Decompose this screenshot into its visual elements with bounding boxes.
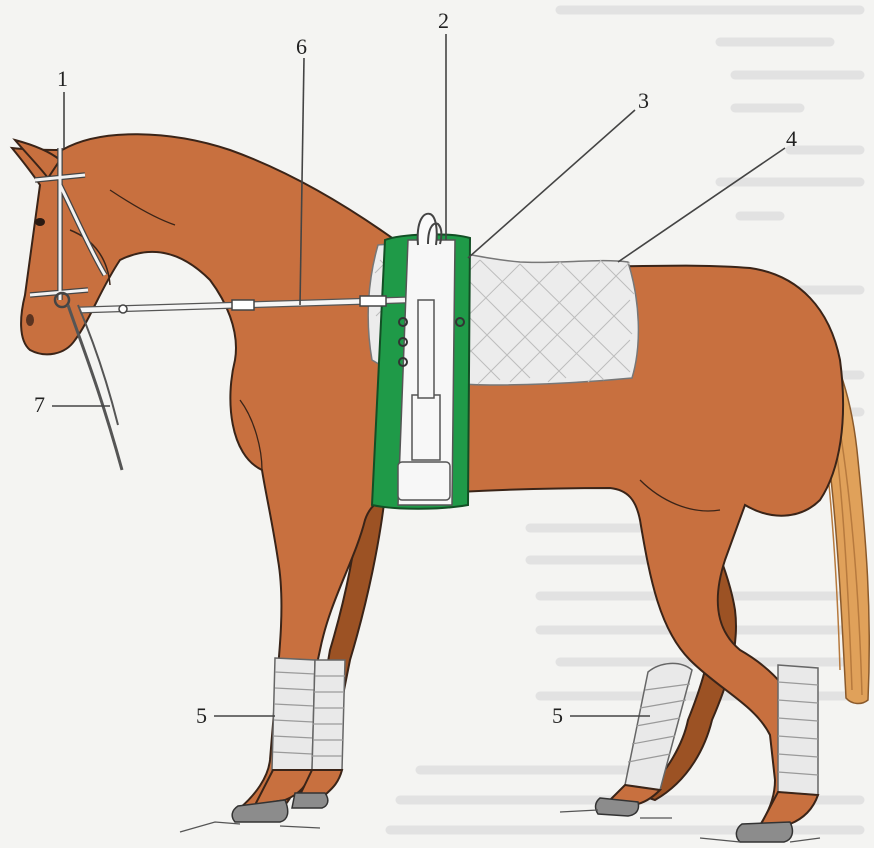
label-2: 2 bbox=[438, 8, 449, 33]
label-6: 6 bbox=[296, 34, 307, 59]
label-4: 4 bbox=[786, 126, 797, 151]
eye bbox=[35, 218, 45, 226]
surcingle-buckle-plate bbox=[398, 462, 450, 500]
front-leg-bandages bbox=[272, 658, 345, 770]
label-1: 1 bbox=[57, 66, 68, 91]
label-3: 3 bbox=[638, 88, 649, 113]
nostril bbox=[26, 314, 34, 326]
label-7: 7 bbox=[34, 392, 45, 417]
lunging-surcingle bbox=[372, 214, 470, 509]
label-5-hind: 5 bbox=[552, 703, 563, 728]
lunge-line bbox=[68, 305, 122, 470]
label-5-front: 5 bbox=[196, 703, 207, 728]
